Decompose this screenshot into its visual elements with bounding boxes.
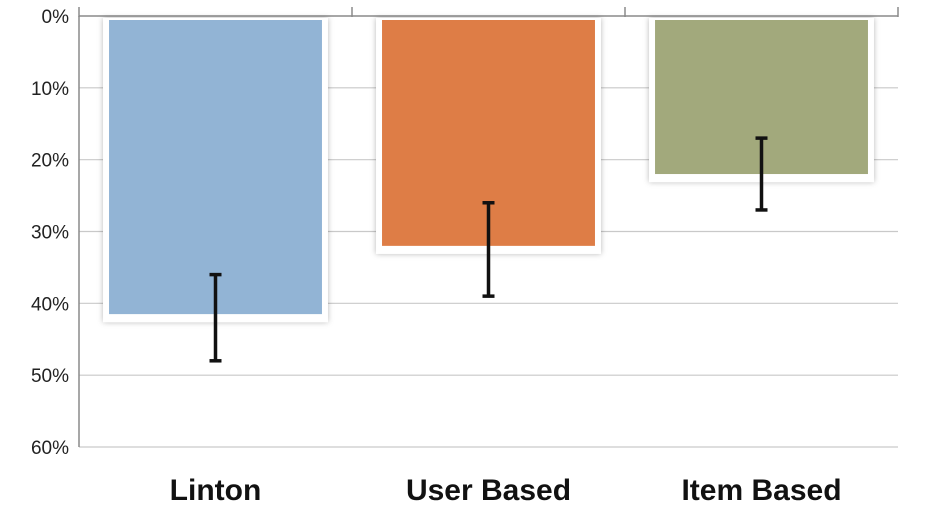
y-tick-label: 60% [31,438,69,459]
x-category-label: Item Based [681,474,841,507]
y-tick-label: 10% [31,79,69,100]
x-category-label: User Based [406,474,571,507]
y-tick-label: 0% [42,7,70,28]
y-tick-label: 30% [31,223,69,244]
y-axis-tick-labels: 0% 10% 20% 30% 40% 50% 60% [31,7,69,459]
x-category-label: Linton [170,474,262,507]
bar-linton [109,20,322,315]
error-bar [209,272,222,363]
axes [78,7,899,447]
y-tick-label: 40% [31,294,69,315]
error-bar [755,136,768,212]
error-bars [209,136,768,363]
x-axis-category-labels: Linton User Based Item Based [170,474,842,507]
y-tick-label: 20% [31,151,69,172]
y-tick-label: 50% [31,366,69,387]
error-bar [482,201,495,298]
